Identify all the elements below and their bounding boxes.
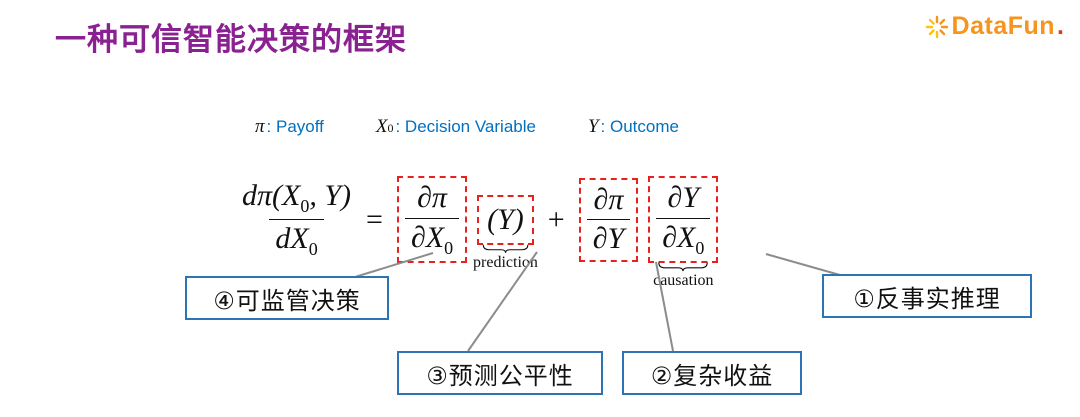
lhs-numerator-post: , Y)	[309, 179, 352, 213]
legend-symbol: Y	[587, 116, 599, 137]
callout-prediction-fairness: ③预测公平性	[397, 351, 603, 395]
plus-sign: +	[547, 202, 565, 236]
dy-dx0-denominator-sub: 0	[695, 237, 705, 258]
callout-counterfactual-reasoning: ①反事实推理	[822, 274, 1032, 318]
causation-annotation: causation	[651, 262, 715, 289]
dpi-dx0-numerator: ∂π	[417, 181, 447, 214]
term-prediction-gradient-box: ∂π ∂X0	[396, 176, 468, 264]
lhs-denominator-sub: 0	[308, 239, 318, 260]
underbrace-label-causation: causation	[653, 272, 714, 290]
dy-dx0-denominator: ∂X	[662, 220, 696, 254]
legend-symbol: π	[255, 116, 265, 137]
logo-text: DataFun	[951, 12, 1056, 40]
formula-lhs-fraction: dπ(X0, Y) dX0	[236, 178, 357, 260]
legend-item-payoff: π: Payoff	[255, 116, 324, 138]
legend-desc: : Decision Variable	[395, 117, 536, 136]
underbrace-icon	[482, 244, 529, 253]
legend-item-outcome: Y: Outcome	[588, 116, 679, 138]
legend-symbol-sub: 0	[387, 121, 394, 135]
lhs-numerator-sub: 0	[300, 196, 310, 217]
lhs-numerator: dπ(X	[242, 179, 301, 213]
dpi-dx0-fraction: ∂π ∂X0	[404, 180, 460, 259]
y-expression: (Y)	[487, 202, 524, 236]
callout-supervisable-decision: ④可监管决策	[185, 276, 389, 320]
legend-symbol: X	[375, 116, 388, 137]
dy-dx0-fraction: ∂Y ∂X0	[656, 180, 711, 259]
prediction-annotation: prediction	[473, 244, 538, 271]
dpi-dy-denominator: ∂Y	[586, 219, 631, 258]
sparkle-icon	[925, 15, 948, 38]
term-payoff-gradient-box: ∂π ∂Y	[578, 177, 639, 262]
term-causation-box: ∂Y ∂X0 causation	[648, 176, 719, 289]
term-prediction-box: (Y) prediction	[473, 194, 538, 270]
formula: dπ(X0, Y) dX0 = ∂π ∂X0 (Y) prediction + …	[236, 176, 723, 289]
page-title: 一种可信智能决策的框架	[55, 22, 407, 57]
logo-dot: .	[1057, 12, 1064, 40]
datafun-logo: DataFun.	[924, 12, 1064, 41]
dpi-dx0-denominator: ∂X	[410, 220, 445, 254]
callout-complex-payoff: ②复杂收益	[622, 351, 802, 395]
underbrace-icon	[658, 262, 709, 272]
underbrace-label-prediction: prediction	[473, 253, 538, 271]
dpi-dy-fraction: ∂π ∂Y	[586, 182, 631, 258]
dy-dx0-numerator: ∂Y	[667, 181, 700, 214]
legend-desc: : Payoff	[266, 117, 324, 136]
legend-desc: : Outcome	[600, 117, 679, 136]
dpi-dx0-denominator-sub: 0	[444, 237, 454, 258]
dpi-dy-numerator: ∂π	[593, 182, 624, 216]
lhs-denominator: dX	[275, 222, 309, 256]
equals-sign: =	[366, 202, 383, 236]
